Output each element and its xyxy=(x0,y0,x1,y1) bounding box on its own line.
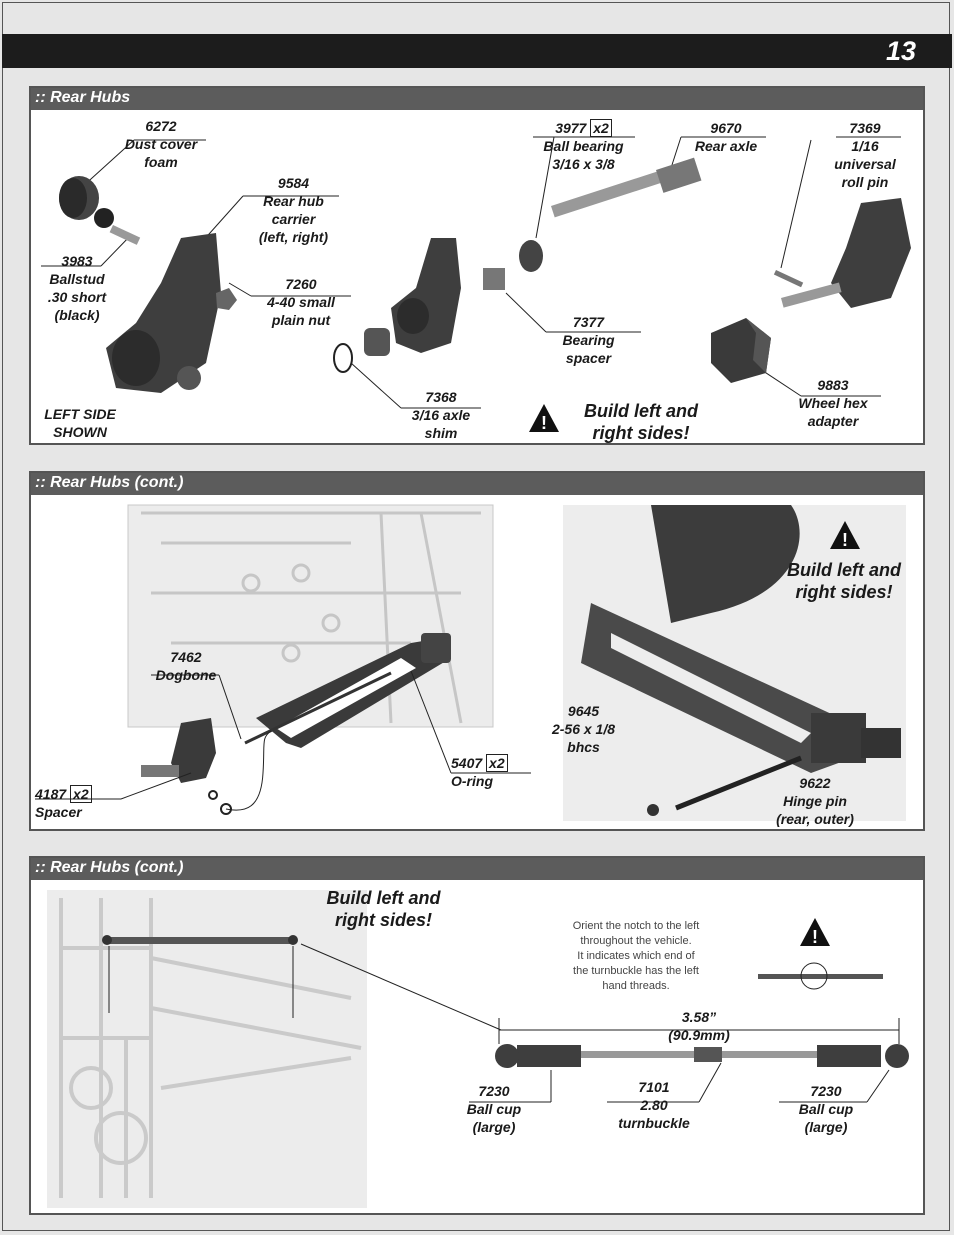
orientation-note: Orient the notch to the left throughout … xyxy=(572,920,700,992)
svg-text:!: ! xyxy=(842,530,848,550)
label-dogbone: 7462 Dogbone xyxy=(155,649,217,683)
label-bearing: 3977 x2 Ball bearing 3/16 x 3/8 xyxy=(543,119,624,172)
page-header-bar: 13 xyxy=(2,34,952,68)
build-both-sides-text: Build left and right sides! xyxy=(584,401,698,443)
build-both-sides-text: Build left and right sides! xyxy=(326,888,441,930)
label-ballstud: 3983 Ballstud .30 short (black) xyxy=(47,253,107,323)
warning-icon: ! xyxy=(830,521,860,550)
section-header: :: Rear Hubs xyxy=(31,88,923,110)
label-left-side-shown: LEFT SIDE SHOWN xyxy=(44,406,116,440)
section-title: :: Rear Hubs (cont.) xyxy=(35,474,184,491)
label-wheel-hex: 9883 Wheel hex adapter xyxy=(798,377,868,429)
warning-icon: ! xyxy=(529,404,559,433)
label-spacer: 4187 x2 Spacer xyxy=(35,785,127,821)
page-number: 13 xyxy=(885,36,916,66)
label-hinge-pin: 9622 Hinge pin (rear, outer) xyxy=(776,775,854,827)
dimension-label: 3.58” (90.9mm) xyxy=(668,1009,730,1043)
svg-text:!: ! xyxy=(541,413,547,433)
label-dust-cover: 6272 Dust cover foam xyxy=(124,118,198,170)
section-title: :: Rear Hubs (cont.) xyxy=(35,859,184,876)
section-rear-hubs: :: Rear Hubs xyxy=(29,86,925,445)
label-turnbuckle: 7101 2.80 turnbuckle xyxy=(618,1079,690,1131)
label-o-ring: 5407 x2 O-ring xyxy=(451,754,541,790)
label-rear-axle: 9670 Rear axle xyxy=(694,120,758,154)
exploded-hub-diagram xyxy=(41,136,911,409)
label-roll-pin: 7369 1/16 universal roll pin xyxy=(834,120,896,190)
label-bearing-spacer: 7377 Bearing spacer xyxy=(562,314,615,366)
label-ball-cup-left: 7230 Ball cup (large) xyxy=(466,1083,522,1135)
section-rear-hubs-cont-2: :: Rear Hubs (cont.) Bui xyxy=(29,856,925,1215)
label-nut: 7260 4-40 small plain nut xyxy=(267,276,335,328)
label-bhcs: 9645 2-56 x 1/8 bhcs xyxy=(551,703,616,755)
turnbuckle-diagram xyxy=(47,890,909,1208)
label-ball-cup-right: 7230 Ball cup (large) xyxy=(798,1083,854,1135)
section-title: :: Rear Hubs xyxy=(35,89,131,106)
section-rear-hubs-cont-1: :: Rear Hubs (cont.) xyxy=(29,471,925,831)
label-hub-carrier: 9584 Rear hub carrier (left, right) xyxy=(258,175,329,245)
section-header: :: Rear Hubs (cont.) xyxy=(31,858,923,880)
warning-icon: ! xyxy=(800,918,830,947)
label-axle-shim: 7368 3/16 axle shim xyxy=(411,389,471,441)
section-header: :: Rear Hubs (cont.) xyxy=(31,473,923,495)
build-both-sides-text: Build left and right sides! xyxy=(787,560,901,602)
suspension-assembly-diagram xyxy=(35,504,906,821)
svg-text:!: ! xyxy=(812,927,818,947)
